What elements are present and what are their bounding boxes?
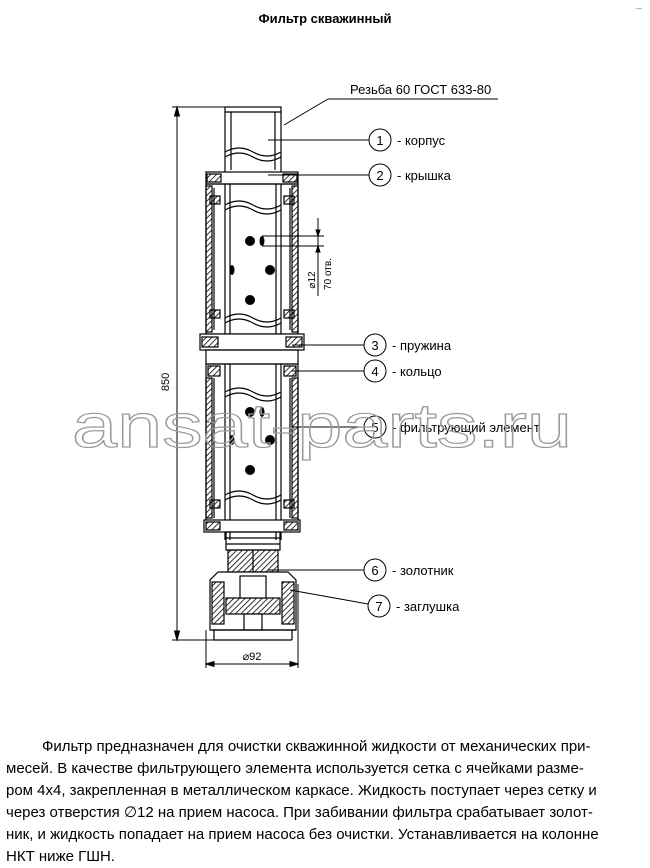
- description: Фильтр предназначен для очистки скважинн…: [6, 736, 644, 868]
- corner-mark: ·–: [634, 4, 642, 13]
- watermark-text: ansat-parts.ru: [72, 392, 572, 461]
- diameter-label: ⌀92: [243, 651, 262, 663]
- callout-2-number: 2: [376, 168, 383, 183]
- callout-3-label: - пружина: [392, 338, 452, 353]
- callout-1-number: 1: [376, 133, 383, 148]
- callout-1: 1 - корпус: [268, 128, 446, 152]
- height-dimension: [172, 105, 228, 642]
- hole-dimension: [262, 218, 324, 296]
- hole-count-label: 70 отв.: [323, 258, 334, 290]
- description-line: Фильтр предназначен для очистки скважинн…: [42, 738, 591, 755]
- callout-4-number: 4: [371, 364, 378, 379]
- callout-4-label: - кольцо: [392, 364, 442, 379]
- thread-label: Резьба 60 ГОСТ 633-80: [350, 82, 491, 97]
- callout-1-label: - корпус: [397, 133, 446, 148]
- description-line: ник, и жидкость попадает на прием насоса…: [6, 826, 599, 843]
- description-line: НКТ ниже ГШН.: [6, 848, 115, 865]
- callout-6: 6 - золотник: [268, 558, 454, 582]
- filter-holes: [229, 236, 275, 475]
- callout-5-label: - фильтрующий элемент: [392, 420, 540, 435]
- callout-7-number: 7: [375, 599, 382, 614]
- description-line: месей. В качестве фильтрующего элемента …: [6, 760, 584, 777]
- callout-2-label: - крышка: [397, 168, 452, 183]
- callout-6-label: - золотник: [392, 563, 454, 578]
- description-line: ром 4х4, закрепленная в металлическом ка…: [6, 782, 597, 799]
- description-line: через отверстия ∅12 на прием насоса. При…: [6, 804, 593, 821]
- callout-5: 5 - фильтрующий элемент: [292, 415, 540, 439]
- callout-7-label: - заглушка: [396, 599, 460, 614]
- callout-6-number: 6: [371, 563, 378, 578]
- callout-7: 7 - заглушка: [289, 589, 460, 618]
- page-title: Фильтр скважинный: [258, 11, 392, 26]
- callout-2: 2 - крышка: [268, 163, 452, 187]
- callout-3: 3 - пружина: [292, 333, 452, 357]
- filter-body: [199, 106, 305, 641]
- height-label: 850: [160, 373, 172, 391]
- hole-diameter-label: ⌀12: [307, 271, 318, 289]
- callout-3-number: 3: [371, 338, 378, 353]
- thread-leader: [283, 98, 329, 126]
- filter-drawing: Резьба 60 ГОСТ 633-80 850: [71, 82, 573, 668]
- callout-5-number: 5: [371, 420, 378, 435]
- diameter-dimension: [204, 584, 300, 668]
- callout-4: 4 - кольцо: [292, 359, 442, 383]
